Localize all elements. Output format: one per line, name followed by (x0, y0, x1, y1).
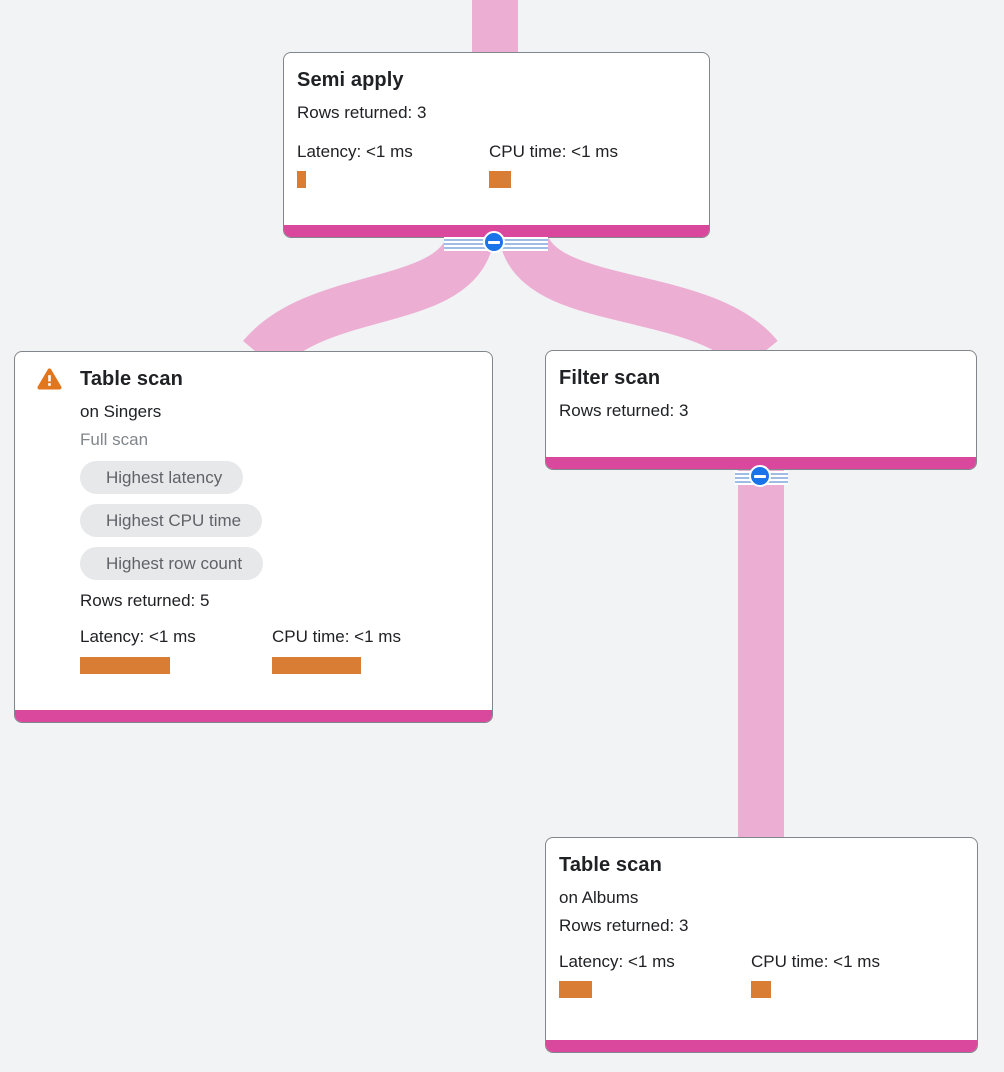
node-table-scan-albums[interactable]: Table scan on Albums Rows returned: 3 La… (545, 837, 978, 1053)
node-accent-bar (15, 710, 492, 722)
latency-label: Latency: <1 ms (559, 952, 675, 972)
node-filter-scan[interactable]: Filter scan Rows returned: 3 (545, 350, 977, 470)
minus-icon (488, 240, 500, 244)
badge-list: Highest latency Highest CPU time Highest… (80, 461, 476, 581)
node-title: Semi apply (297, 69, 404, 91)
cpu-metric: CPU time: <1 ms (751, 951, 943, 999)
node-title: Table scan (80, 368, 183, 390)
rows-returned: Rows returned: 5 (80, 591, 210, 611)
cpu-label: CPU time: <1 ms (272, 627, 401, 647)
node-accent-bar (546, 1040, 977, 1052)
on-table: on Albums (559, 888, 639, 907)
badge-highest-row-count: Highest row count (80, 547, 264, 581)
on-table: on Singers (80, 402, 162, 421)
rows-returned: Rows returned: 3 (559, 916, 689, 936)
node-accent-bar (546, 457, 976, 469)
cpu-bar (272, 656, 361, 674)
latency-label: Latency: <1 ms (297, 142, 413, 162)
collapse-filter-scan-children-button[interactable] (749, 465, 771, 487)
edge-semi-apply-to-filter-scan (500, 231, 778, 373)
warning-icon (37, 368, 62, 390)
cpu-bar (489, 171, 511, 189)
minus-icon (754, 474, 766, 478)
latency-bar (297, 171, 306, 189)
latency-metric: Latency: <1 ms (297, 141, 489, 189)
node-title: Table scan (559, 854, 662, 876)
edge-semi-apply-to-table-scan-singers (243, 232, 493, 373)
latency-label: Latency: <1 ms (80, 627, 196, 647)
latency-metric: Latency: <1 ms (80, 626, 272, 674)
cpu-metric: CPU time: <1 ms (272, 626, 464, 674)
rows-returned: Rows returned: 3 (559, 401, 689, 420)
latency-bar (80, 656, 170, 674)
node-title: Filter scan (559, 367, 661, 389)
cpu-label: CPU time: <1 ms (489, 142, 618, 162)
node-semi-apply[interactable]: Semi apply Rows returned: 3 Latency: <1 … (283, 52, 710, 238)
badge-highest-latency: Highest latency (80, 461, 244, 495)
latency-metric: Latency: <1 ms (559, 951, 751, 999)
cpu-bar (751, 981, 771, 999)
scan-type: Full scan (80, 430, 149, 450)
latency-bar (559, 981, 592, 999)
node-table-scan-singers[interactable]: Table scan on Singers Full scan Highest … (14, 351, 493, 723)
collapse-semi-apply-children-button[interactable] (483, 231, 505, 253)
badge-highest-cpu-time: Highest CPU time (80, 504, 263, 538)
edge-parent-to-semi-apply (472, 0, 518, 56)
cpu-label: CPU time: <1 ms (751, 952, 880, 972)
edge-filter-scan-to-table-scan-albums (738, 470, 784, 840)
cpu-metric: CPU time: <1 ms (489, 141, 681, 189)
rows-returned: Rows returned: 3 (297, 103, 427, 122)
